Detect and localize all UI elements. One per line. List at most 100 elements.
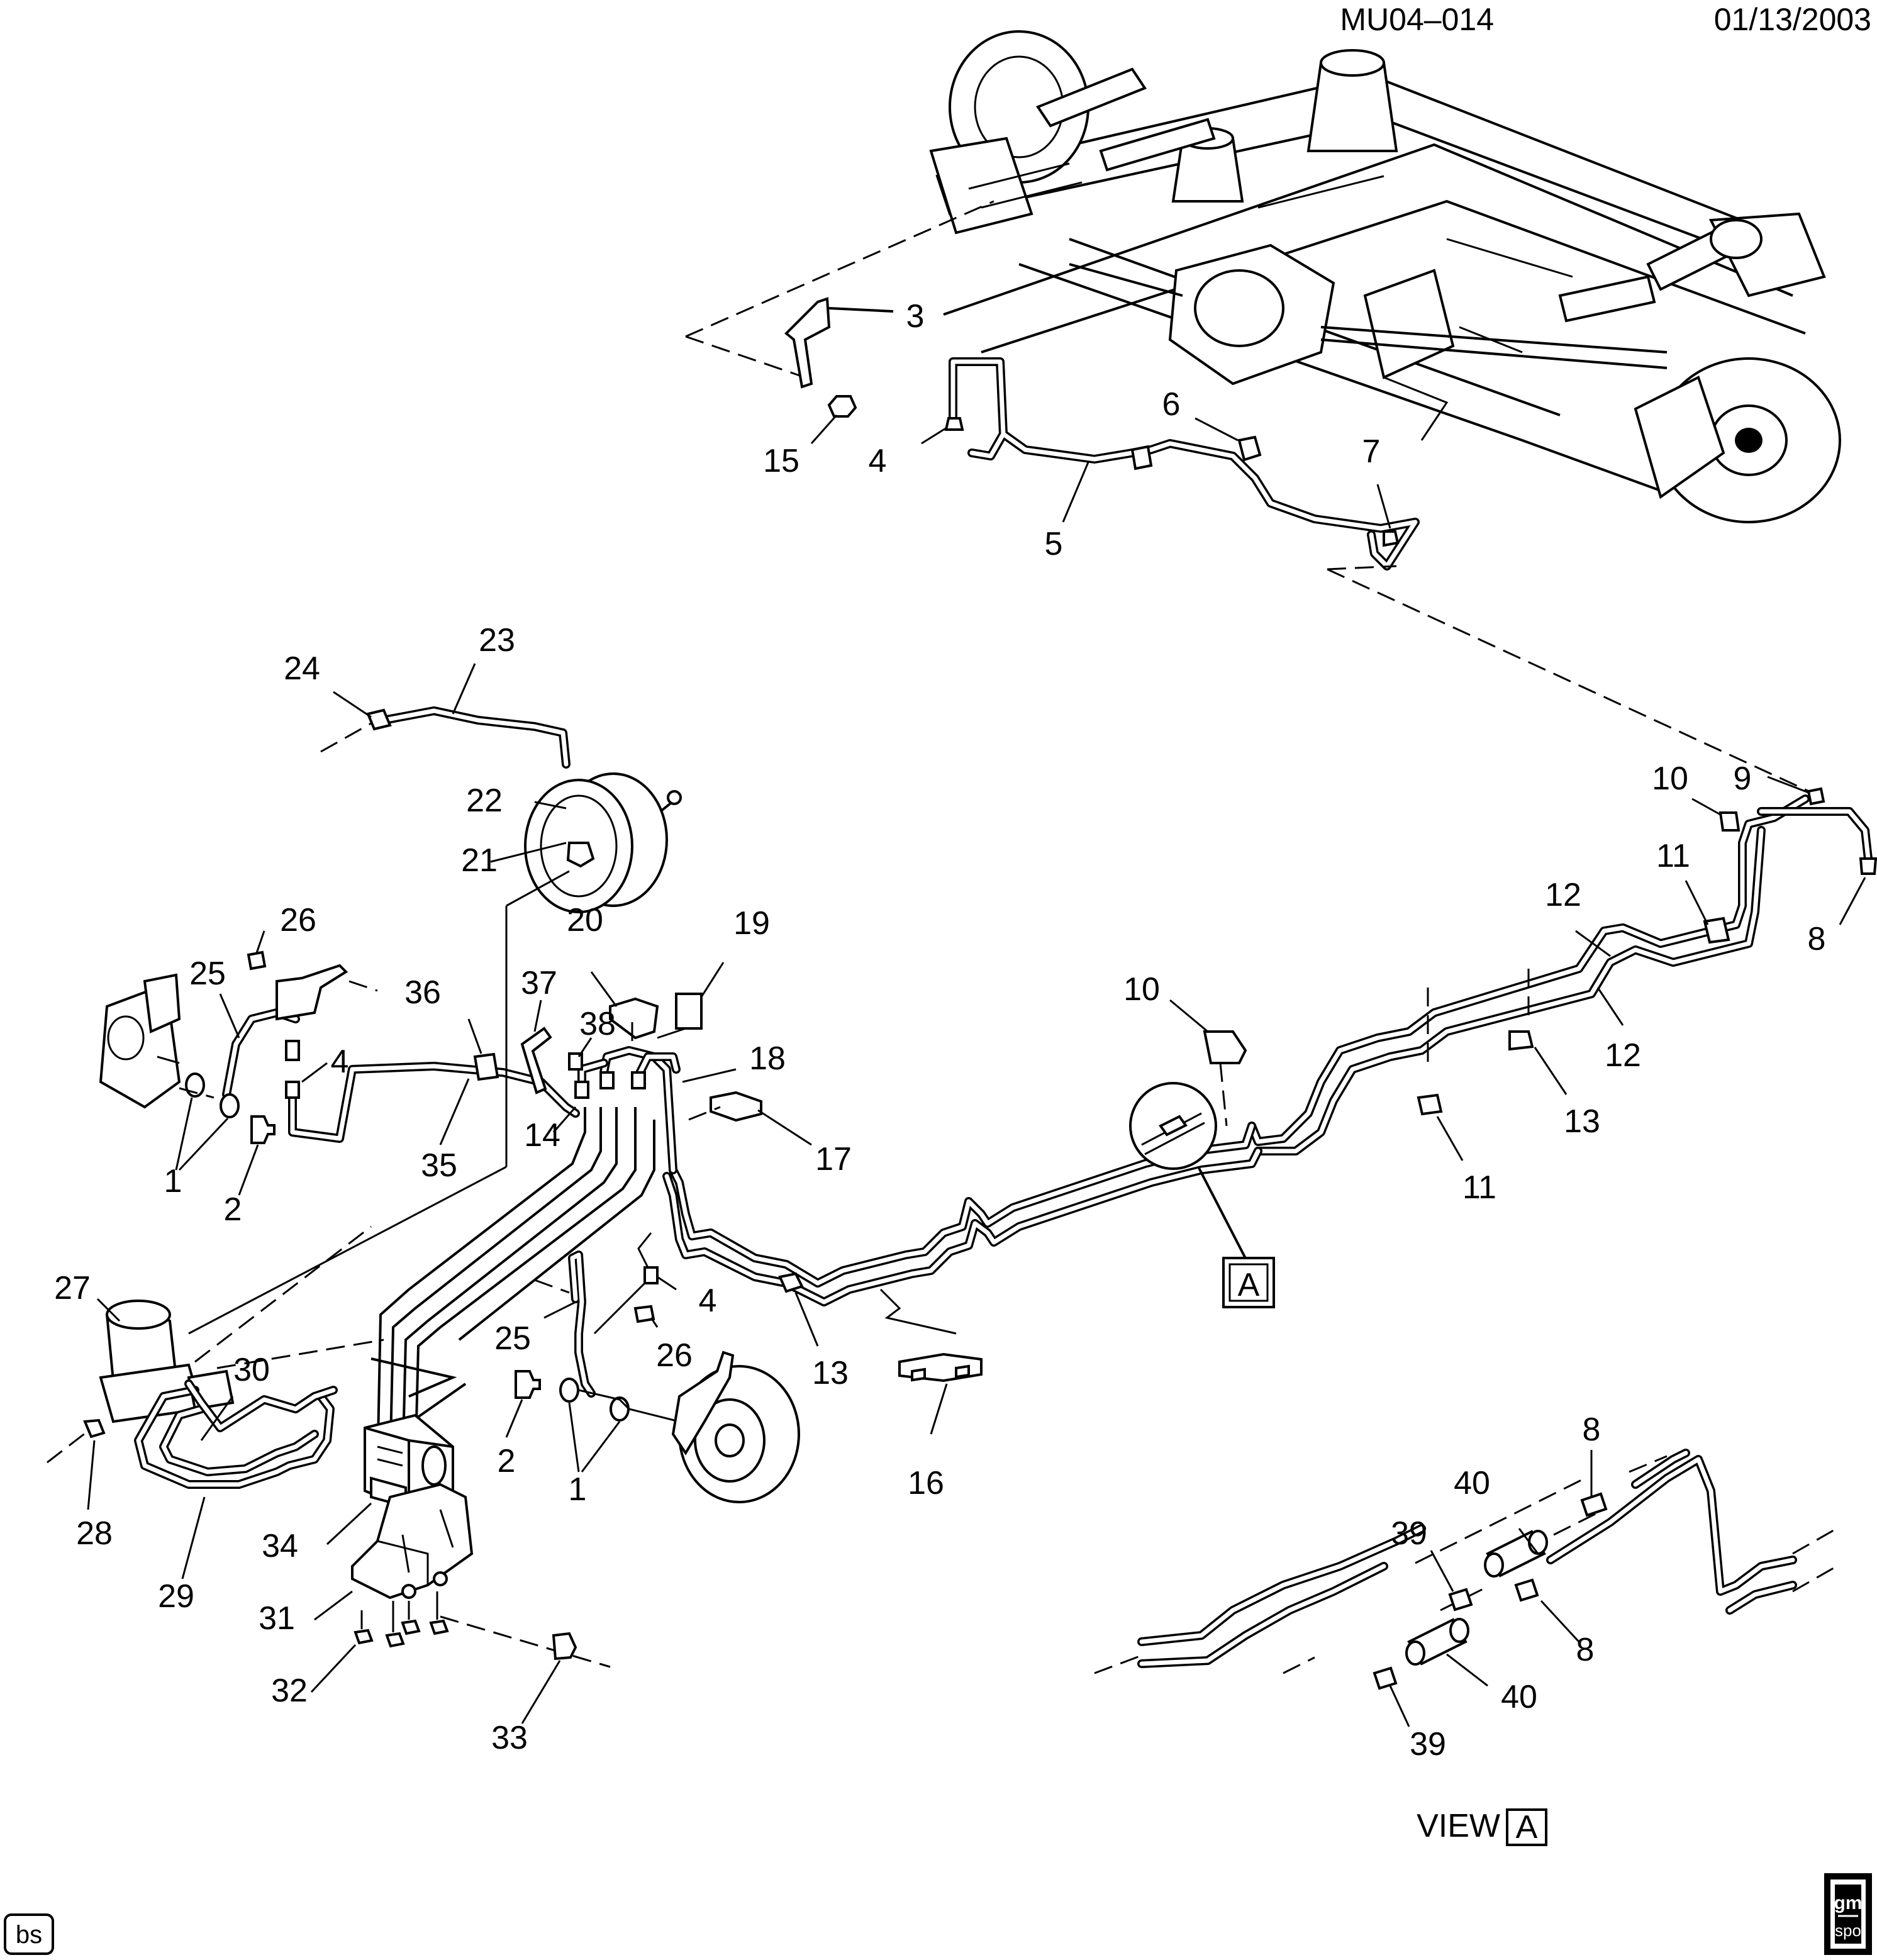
bracket-31 (351, 1483, 474, 1600)
fitting-4-right (643, 1266, 659, 1284)
main-brake-lines (662, 1122, 1262, 1306)
view-a-lines (1137, 1449, 1797, 1668)
callout-1: 1 (569, 1471, 587, 1508)
fitting-38 (568, 1052, 583, 1071)
callout-31: 31 (259, 1600, 295, 1637)
callout-25: 25 (494, 1320, 531, 1357)
fitting-4-left (285, 1081, 300, 1099)
callout-12: 12 (1605, 1037, 1641, 1074)
washer-1-left-b (220, 1093, 240, 1118)
bolt-15 (827, 395, 857, 418)
vacuum-hose-23 (379, 706, 571, 769)
nut-32-c (401, 1619, 421, 1635)
front-brake-pipe-35 (288, 1062, 580, 1143)
callout-35: 35 (421, 1147, 457, 1184)
bracket-3 (784, 297, 894, 389)
clip-10-right (1718, 811, 1741, 832)
svg-text:spo: spo (1835, 1921, 1861, 1940)
brake-pipe-12 (1247, 794, 1873, 1155)
callout-25: 25 (189, 955, 226, 992)
view-a-letter: A (1516, 1809, 1538, 1846)
fitting-39-upper (1448, 1588, 1473, 1612)
leader-dashed-3 (685, 200, 994, 338)
detail-marker-letter: A (1238, 1267, 1260, 1303)
callout-38: 38 (579, 1006, 616, 1042)
drawing-id: MU04–014 (1340, 2, 1494, 37)
callout-22: 22 (466, 782, 503, 819)
clamp-24 (366, 708, 392, 731)
callout-7: 7 (1362, 433, 1381, 470)
callout-20: 20 (567, 902, 603, 938)
brake-booster-21 (524, 772, 682, 913)
fitting-9 (1807, 787, 1825, 806)
callout-26: 26 (280, 902, 316, 938)
callout-24: 24 (284, 650, 320, 687)
clip-11-right (1703, 916, 1730, 944)
callout-17: 17 (815, 1141, 852, 1178)
fitting-8-upper (1580, 1492, 1608, 1517)
callout-8: 8 (1583, 1412, 1601, 1448)
washer-1-right-b (610, 1396, 630, 1422)
callout-26: 26 (656, 1337, 693, 1374)
gm-spo-logo: gm spo (1824, 1873, 1872, 1955)
clip-16 (898, 1352, 983, 1383)
master-cylinder-27 (99, 1300, 235, 1423)
bolt-33 (552, 1632, 577, 1661)
callout-6: 6 (1162, 386, 1181, 423)
callout-21: 21 (461, 842, 498, 879)
callout-9: 9 (1734, 760, 1752, 797)
callout-4: 4 (331, 1044, 349, 1080)
hose-25-right (568, 1250, 596, 1398)
clip-13-center (778, 1272, 804, 1293)
bracket-20 (609, 997, 659, 1040)
detail-marker-box (1222, 1257, 1275, 1308)
callout-32: 32 (271, 1673, 308, 1709)
nut-32-b (385, 1632, 405, 1648)
clip-17 (710, 1091, 762, 1122)
nut-32-a (354, 1629, 374, 1645)
callout-39: 39 (1391, 1515, 1427, 1552)
callout-2: 2 (224, 1191, 242, 1228)
callout-30: 30 (233, 1352, 270, 1388)
callout-13: 13 (1564, 1103, 1600, 1140)
fitting-8-top (1859, 857, 1877, 875)
callout-12: 12 (1545, 877, 1581, 913)
fitting-4-top (944, 417, 964, 431)
callout-33: 33 (491, 1720, 528, 1756)
drawing-date: 01/13/2003 (1714, 2, 1871, 37)
callout-39: 39 (1410, 1726, 1446, 1762)
brake-pipes-29-30 (134, 1379, 338, 1489)
clip-13-right (1508, 1030, 1534, 1051)
svg-text:gm: gm (1834, 1893, 1863, 1913)
callout-11: 11 (1462, 1169, 1496, 1206)
nut-32-d (429, 1619, 449, 1635)
clip-10-mid (1203, 1030, 1247, 1064)
abs-lines-to-modulator (376, 1107, 655, 1473)
fitting-14 (574, 1081, 589, 1099)
footer-badge (4, 1913, 54, 1955)
callout-2: 2 (498, 1443, 516, 1479)
callout-8: 8 (1808, 921, 1826, 957)
clip-11-mid (1417, 1093, 1443, 1116)
callout-36: 36 (404, 974, 441, 1011)
washer-1-right-a (559, 1378, 579, 1403)
view-a-box (1506, 1808, 1547, 1846)
hose-37 (520, 1027, 552, 1094)
callout-labels: 3 15 4 6 5 7 23 24 22 21 10 9 11 8 12 12… (54, 298, 1825, 1762)
callout-37: 37 (521, 965, 557, 1001)
callout-4: 4 (869, 443, 887, 479)
callout-8: 8 (1576, 1632, 1595, 1668)
fitting-7 (1383, 530, 1400, 547)
front-rotor-right (671, 1350, 800, 1503)
manifold-lines-18 (577, 1046, 681, 1174)
bracket-19 (675, 993, 703, 1030)
callout-19: 19 (733, 905, 770, 942)
union-40-lower (1405, 1618, 1469, 1666)
bolt-2-right (515, 1370, 541, 1399)
front-caliper-left (99, 973, 181, 1109)
callout-23: 23 (479, 622, 515, 659)
nut-28 (83, 1418, 106, 1439)
callout-27: 27 (54, 1270, 91, 1306)
callout-10: 10 (1652, 760, 1688, 797)
clip-6 (1237, 435, 1262, 462)
